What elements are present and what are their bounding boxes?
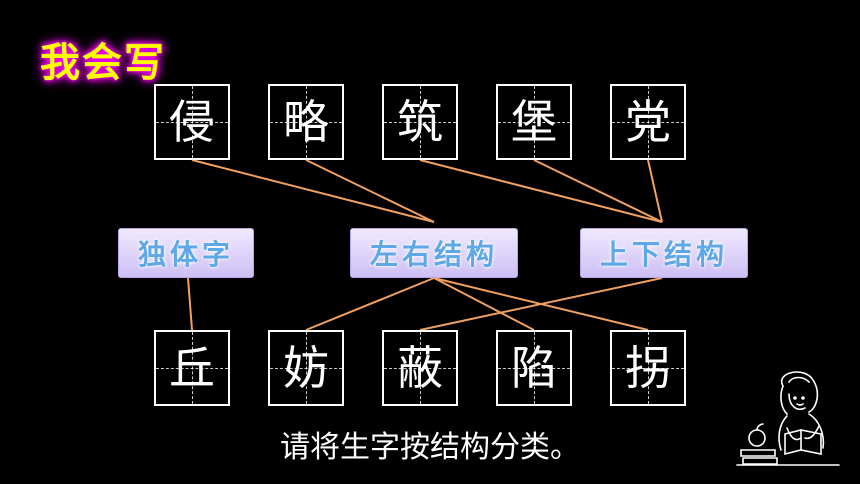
char-box-top-3: 筑 [382,84,458,160]
char-box-bottom-3: 蔽 [382,330,458,406]
line-bi-shangxia [419,277,663,331]
char-box-top-2: 略 [268,84,344,160]
char-box-bottom-5: 拐 [610,330,686,406]
line-qin-zuoyou [191,159,435,223]
char-box-top-1: 侵 [154,84,230,160]
line-fang-zuoyou [305,277,435,331]
char-box-top-5: 党 [610,84,686,160]
char-bao: 堡 [511,95,557,149]
line-lue-zuoyou [305,159,435,223]
char-bi: 蔽 [397,341,443,395]
char-box-bottom-2: 妨 [268,330,344,406]
page-title: 我会写 [40,40,166,86]
char-dang: 党 [625,95,671,149]
line-qiu-duti [187,277,193,331]
char-xian: 陷 [511,341,557,395]
line-bao-shangxia [533,159,663,223]
char-zhu: 筑 [397,95,443,149]
char-lue: 略 [283,95,329,149]
char-guai: 拐 [625,341,671,395]
char-qin: 侵 [169,95,215,149]
char-box-bottom-1: 丘 [154,330,230,406]
line-xian-zuoyou [433,277,535,331]
category-shangxia: 上下结构 [580,228,748,278]
char-box-top-4: 堡 [496,84,572,160]
instruction-text: 请将生字按结构分类。 [280,430,580,465]
category-zuoyou: 左右结构 [350,228,518,278]
char-qiu: 丘 [169,341,215,395]
char-box-bottom-4: 陷 [496,330,572,406]
char-fang: 妨 [283,341,329,395]
line-dang-shangxia [647,159,663,223]
line-zhu-shangxia [419,159,663,223]
category-duti: 独体字 [118,228,254,278]
girl-reading-illustration-icon [736,371,840,466]
